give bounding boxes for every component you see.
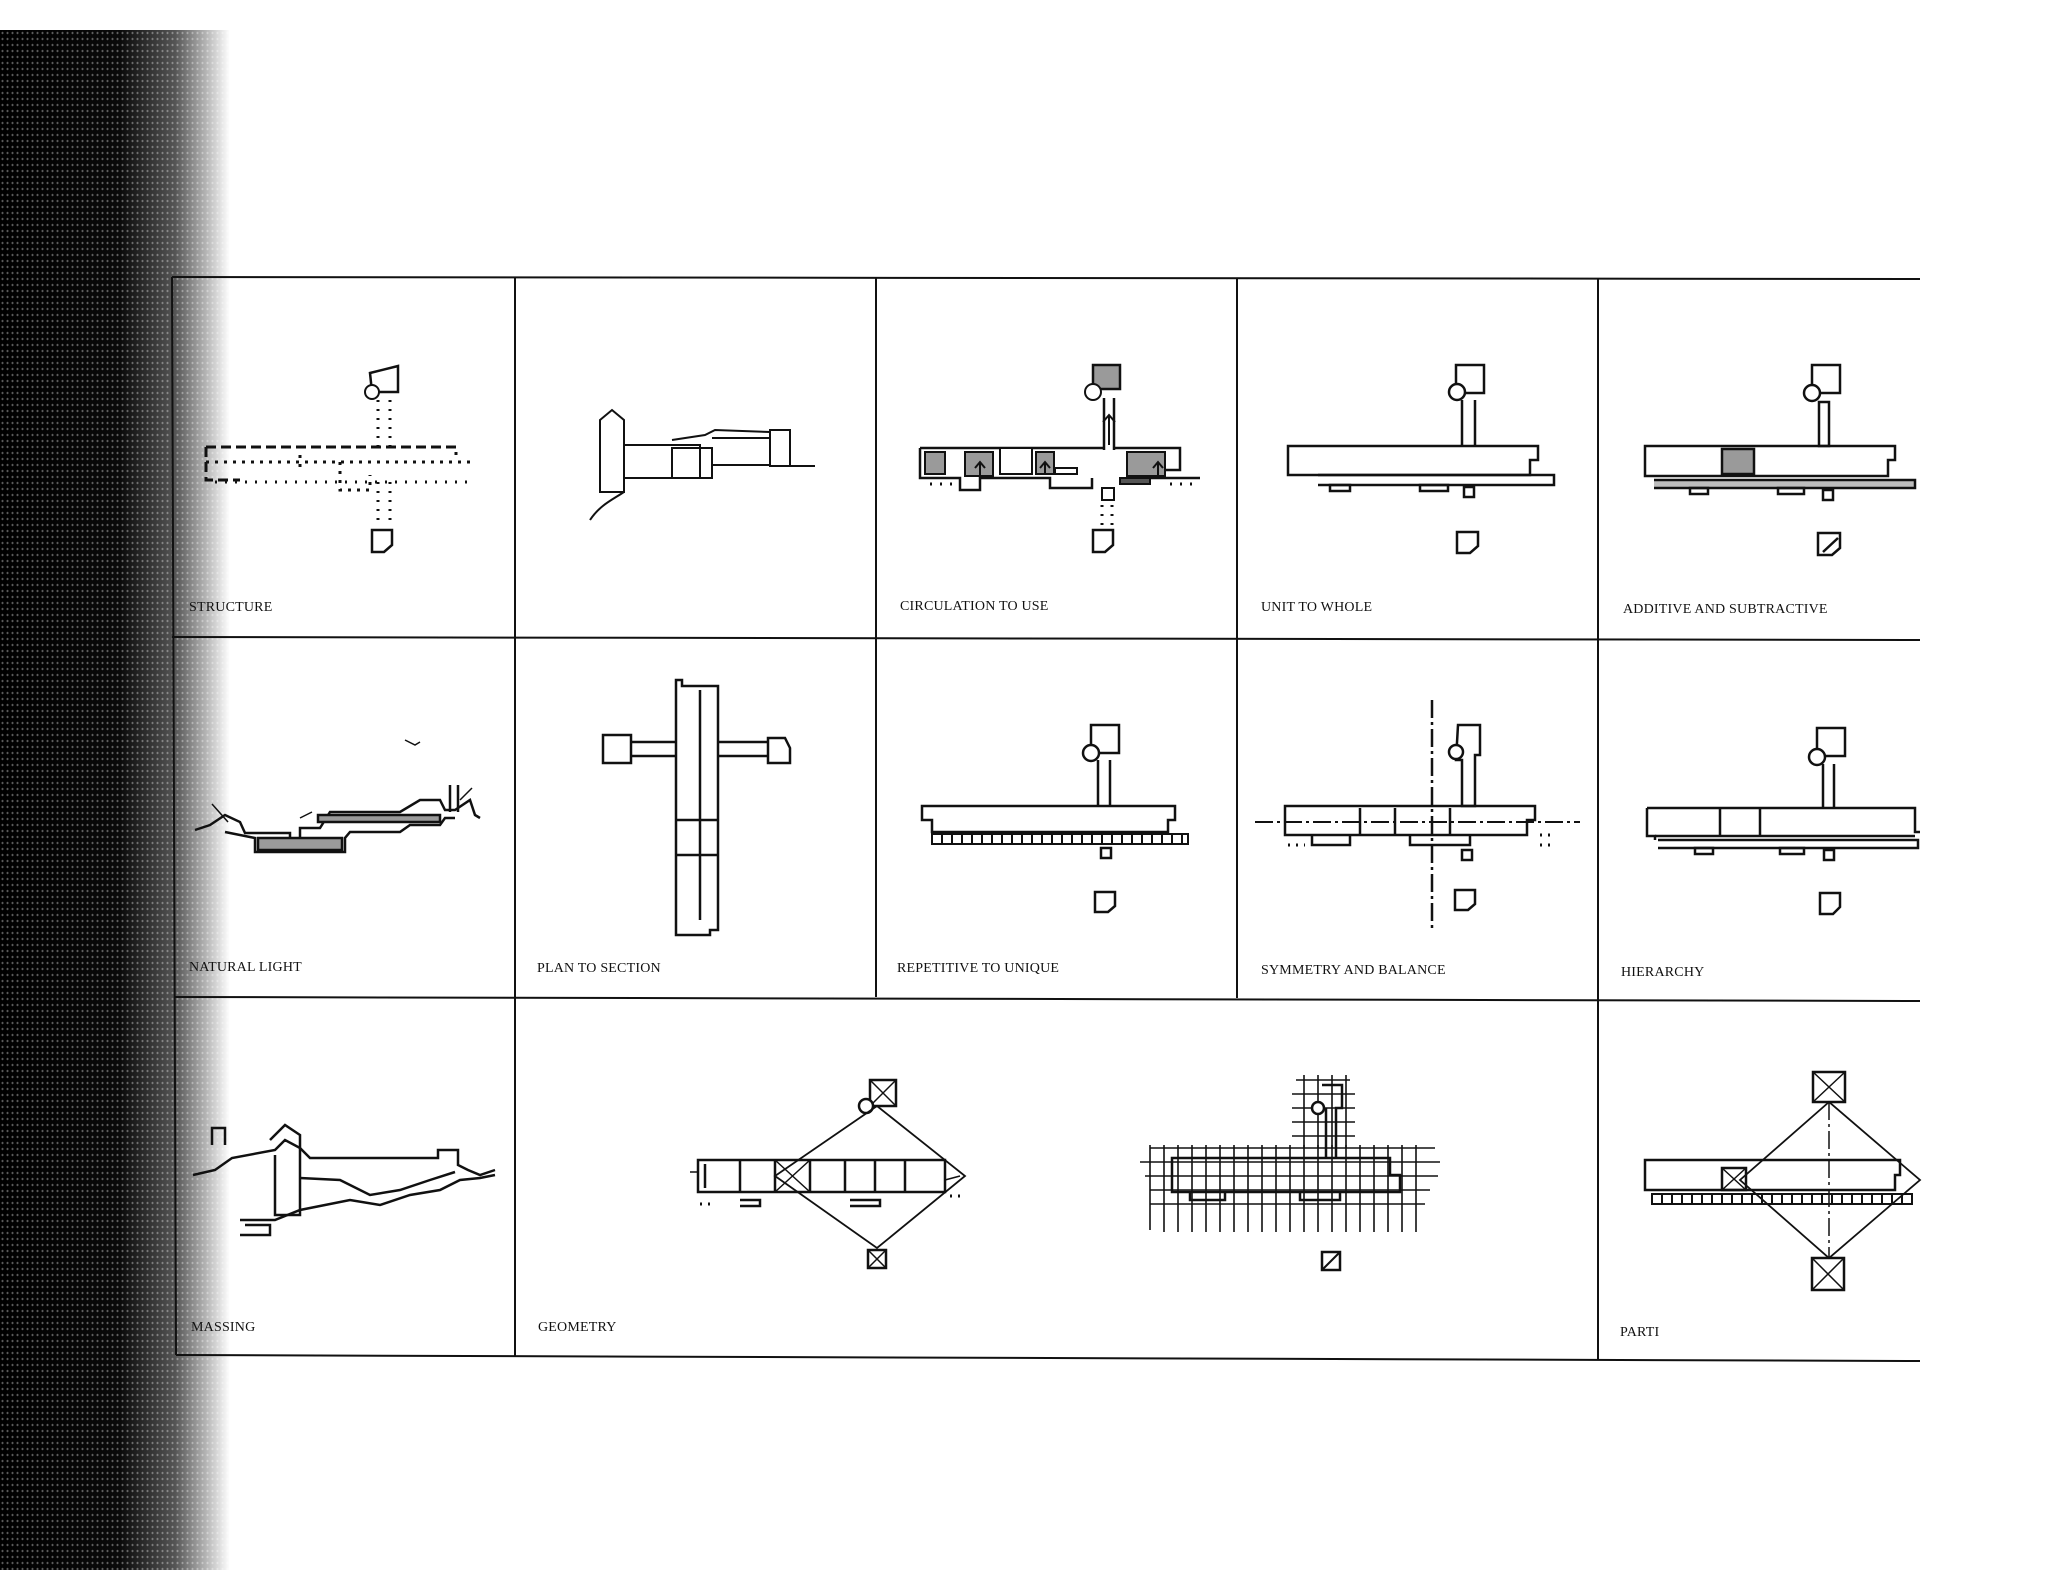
label-structure: STRUCTURE <box>189 600 273 615</box>
label-natural-light: NATURAL LIGHT <box>189 960 302 975</box>
symmetry-balance-diagram <box>1255 700 1580 930</box>
label-symmetry-balance: SYMMETRY AND BALANCE <box>1261 963 1446 978</box>
label-unit-to-whole: UNIT TO WHOLE <box>1261 600 1373 615</box>
label-parti: PARTI <box>1620 1325 1660 1340</box>
structure-diagram <box>204 364 470 554</box>
plan-diagram <box>601 678 792 937</box>
natural-light-diagram <box>194 739 481 854</box>
geometry-diagram-grid <box>1140 1075 1440 1272</box>
label-geometry: GEOMETRY <box>538 1320 617 1335</box>
label-massing: MASSING <box>191 1320 256 1335</box>
repetitive-to-unique-diagram <box>920 723 1189 914</box>
label-additive-subtractive: ADDITIVE AND SUBTRACTIVE <box>1623 602 1828 617</box>
geometry-diagram-left <box>690 1078 967 1270</box>
unit-to-whole-diagram <box>1286 363 1556 555</box>
circulation-diagram <box>918 363 1200 554</box>
panel-grid <box>171 276 1921 1362</box>
label-circulation-to-use: CIRCULATION TO USE <box>900 599 1049 614</box>
section-diagram <box>589 408 815 521</box>
label-plan-to-section: PLAN TO SECTION <box>537 961 661 976</box>
parti-repetition-row <box>1651 1193 1913 1205</box>
additive-subtractive-diagram <box>1643 363 1917 557</box>
hierarchy-diagram <box>1645 726 1920 916</box>
massing-diagram <box>192 1123 496 1237</box>
repetition-row <box>931 833 1189 845</box>
label-repetitive-to-unique: REPETITIVE TO UNIQUE <box>897 961 1060 976</box>
parti-diagram <box>1643 1070 1922 1292</box>
label-hierarchy: HIERARCHY <box>1621 965 1705 980</box>
